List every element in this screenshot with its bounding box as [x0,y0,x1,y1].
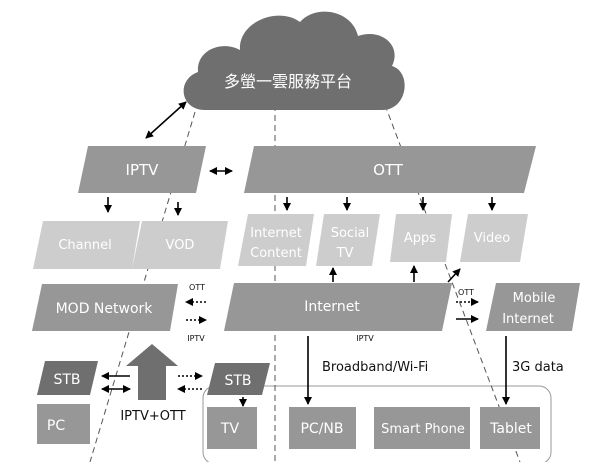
svg-text:Apps: Apps [404,231,436,246]
svg-text:STB: STB [224,373,251,389]
svg-text:Channel: Channel [58,238,111,253]
stb-right-box: STB [207,363,270,395]
svg-text:Social: Social [331,226,370,241]
svg-text:PC/NB: PC/NB [300,421,343,437]
svg-text:STB: STB [53,372,80,388]
service-internet-content: Internet Content [238,214,314,266]
tablet-box: Tablet [480,407,540,449]
service-video: Video [460,214,528,262]
iptv-label: IPTV [126,161,160,179]
iptv-small-label-internet: IPTV [356,334,374,343]
service-channel: Channel [33,221,140,269]
pcnb-box: PC/NB [289,407,356,449]
ott-label: OTT [373,161,404,179]
broadband-label: Broadband/Wi-Fi [322,360,428,375]
ott-small-label-left: OTT [189,283,205,292]
iptv-small-label-left: IPTV [187,334,205,343]
svg-text:TV: TV [220,421,240,437]
service-social-tv: Social TV [316,214,380,266]
svg-text:PC: PC [47,418,65,434]
iptv-ott-up-arrow [126,344,178,400]
cloud-iptv-arrow [145,101,187,139]
svg-text:Video: Video [474,231,510,246]
ott-small-label-right: OTT [458,288,474,297]
service-vod: VOD [132,221,228,269]
svg-text:MOD Network: MOD Network [56,301,154,317]
svg-text:Internet: Internet [250,226,302,241]
connector-arrows [101,101,510,407]
mod-network-box: MOD Network [32,284,178,331]
svg-text:Tablet: Tablet [489,421,532,437]
svg-text:TV: TV [336,246,354,261]
three-g-label: 3G data [512,360,564,375]
service-apps: Apps [390,214,452,262]
svg-text:Smart Phone: Smart Phone [381,422,465,437]
mobile-internet-box: Mobile Internet [486,283,580,331]
iptv-banner: IPTV [78,146,206,193]
stb-left-box: STB [37,361,98,395]
smart-phone-box: Smart Phone [374,407,470,449]
cloud-label: 多螢一雲服務平台 [224,72,352,91]
network-boxes: MOD Network Internet Mobile Internet [32,283,580,331]
dotted-arrows [177,298,479,393]
link-labels: Broadband/Wi-Fi 3G data IPTV+OTT [120,360,563,424]
iptv-ott-label: IPTV+OTT [120,409,185,424]
internet-to-video-arrow [447,268,461,283]
internet-box: Internet [224,283,452,331]
svg-text:Mobile: Mobile [513,291,556,306]
svg-text:Content: Content [250,246,302,261]
cloud-platform: 多螢一雲服務平台 [183,11,405,110]
ott-banner: OTT [244,146,536,193]
service-boxes: Channel VOD Internet Content Social TV A… [33,214,528,269]
tv-box: TV [207,407,257,449]
pc-box: PC [37,404,90,444]
svg-text:VOD: VOD [166,238,195,253]
svg-text:Internet: Internet [502,312,554,327]
svg-text:Internet: Internet [304,299,360,315]
device-boxes: STB PC STB TV PC/NB Smart Phone Tablet [37,361,540,449]
small-labels: OTT IPTV OTT IPTV [187,283,474,343]
